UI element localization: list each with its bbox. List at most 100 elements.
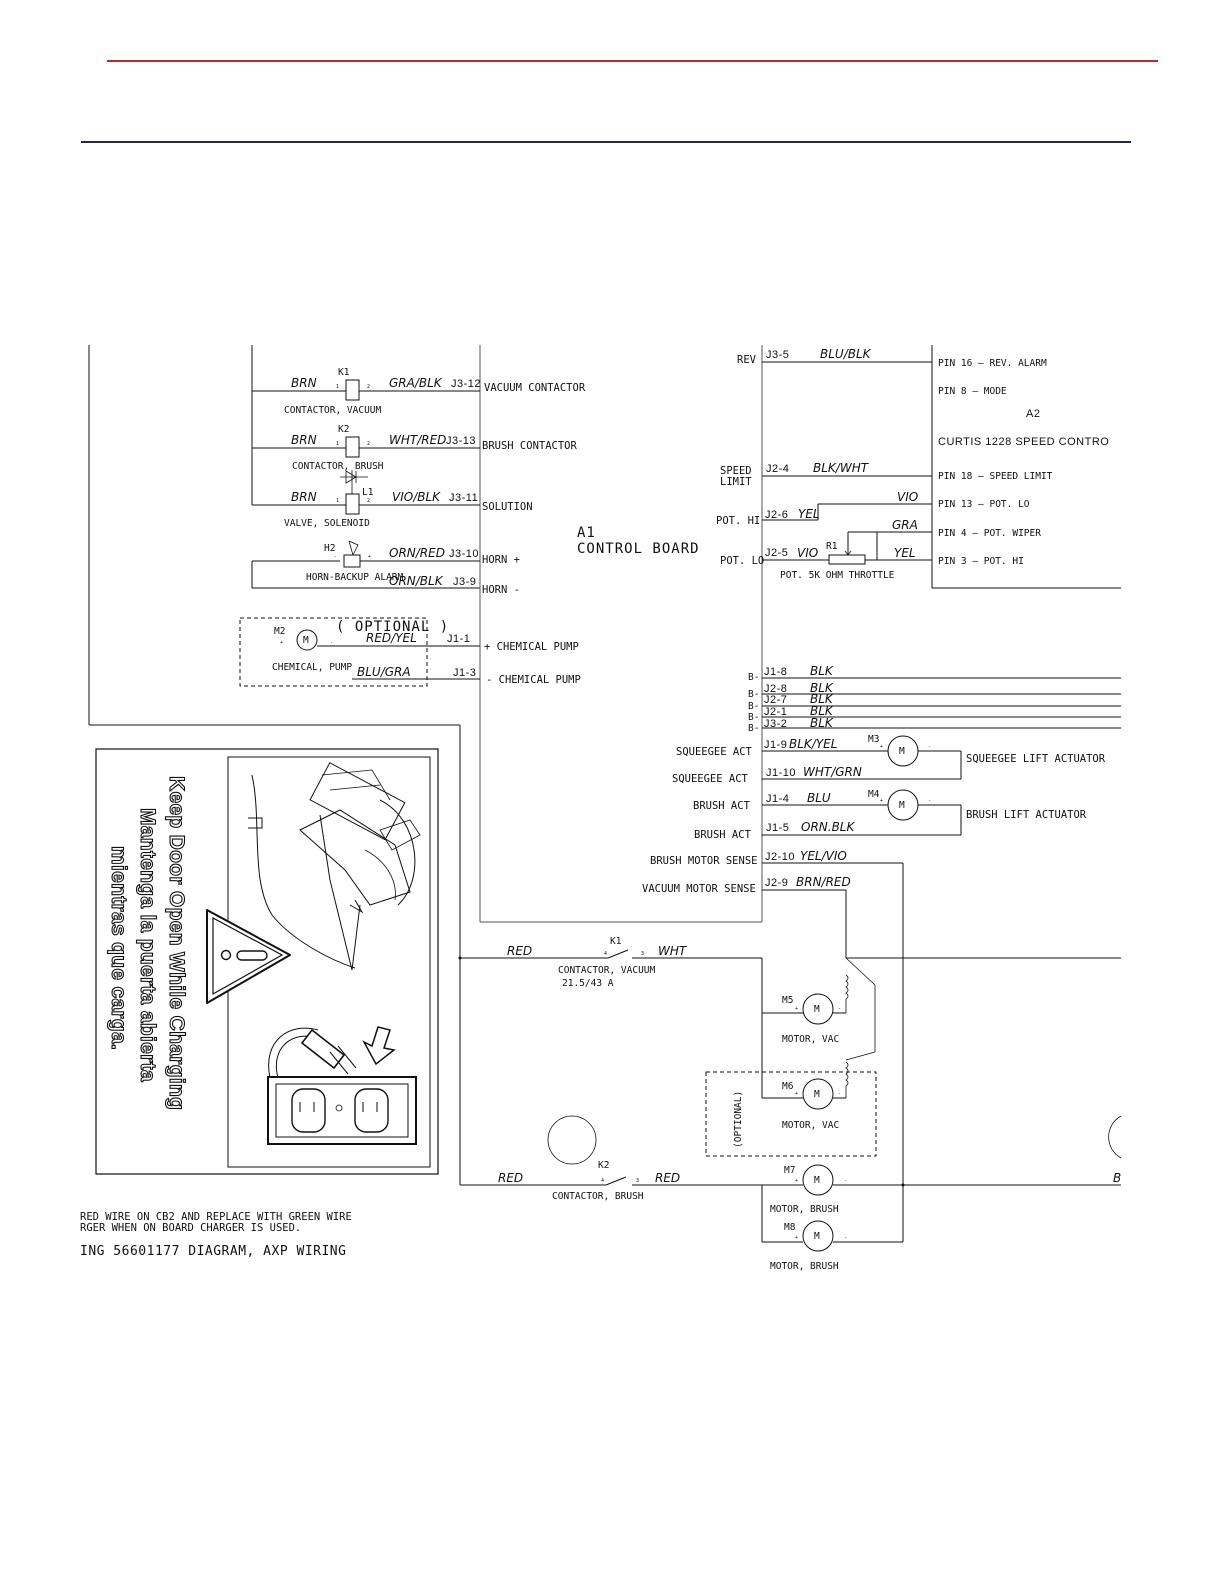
control-board-a1: A1 CONTROL BOARD — [479, 345, 763, 923]
m2-board-label2: - CHEMICAL PUMP — [486, 674, 581, 686]
potlo-wire: VIO — [797, 546, 818, 560]
b-label-5: B- — [748, 723, 759, 734]
k2-red-wire-in: RED — [498, 1171, 523, 1185]
m6-optional-label: (OPTIONAL) — [733, 1091, 744, 1148]
a2-speed-control: PIN 16 – REV. ALARM PIN 8 – MODE A2 CURT… — [931, 345, 1121, 589]
gra-wire: GRA — [892, 518, 918, 532]
h2-name: HORN-BACKUP ALARM — [306, 572, 404, 583]
m8-letter: M — [814, 1231, 820, 1242]
pothi-label: POT. HI — [716, 515, 760, 527]
h2-plus: + — [368, 554, 371, 560]
lower-k1-name: CONTACTOR, VACUUM — [558, 965, 656, 976]
speed-wire: BLK/WHT — [813, 461, 870, 475]
k1-red-wire: RED — [507, 944, 532, 958]
vms-wire: BRN/RED — [796, 875, 851, 889]
k2-name: CONTACTOR, BRUSH — [292, 461, 384, 472]
m2-plus: + — [280, 640, 283, 646]
h2-ref: H2 — [324, 543, 335, 554]
m4-minus: - — [928, 798, 931, 804]
k1-wht-wire: WHT — [658, 944, 688, 958]
rev-row: REV J3-5 BLU/BLK — [737, 347, 932, 366]
board-name: CONTROL BOARD — [577, 541, 700, 557]
k2-ref: K2 — [338, 424, 349, 435]
m6-letter: M — [814, 1089, 820, 1100]
k2-pin2: 2 — [367, 441, 370, 447]
b-wire-3: BLK — [810, 692, 834, 706]
m2-letter: M — [303, 635, 309, 646]
pothi-connector: J2-6 — [765, 509, 788, 521]
lower-k1-p3: 3 — [641, 951, 644, 957]
edge-b-label: B — [1113, 1171, 1121, 1185]
rev-label: REV — [737, 354, 757, 366]
b-wire-5: BLK — [810, 716, 834, 730]
b-connector-3: J2-7 — [764, 694, 787, 706]
l1-wire-in: BRN — [291, 490, 317, 504]
lower-k2-ref: K2 — [598, 1160, 609, 1171]
b-wire-1: BLK — [810, 664, 834, 678]
yel-wire: YEL — [894, 546, 916, 560]
pothi-wire: YEL — [798, 507, 820, 521]
b-label-2: B- — [748, 689, 759, 700]
k2-wire-out: WHT/RED — [389, 433, 446, 447]
speed-label2: LIMIT — [720, 476, 752, 488]
drawing-notes: RED WIRE ON CB2 AND REPLACE WITH GREEN W… — [80, 1211, 352, 1259]
sq1-label: SQUEEGEE ACT — [676, 746, 753, 758]
left-frame — [88, 345, 480, 1185]
k2-red-wire-out: RED — [655, 1171, 680, 1185]
k1-pin2: 2 — [367, 384, 370, 390]
m8-plus: + — [795, 1235, 798, 1241]
k1-pin1: 1 — [336, 384, 339, 390]
k2-pin1: 1 — [336, 441, 339, 447]
board-ref: A1 — [577, 525, 596, 541]
l1-board-label: SOLUTION — [482, 501, 533, 513]
m6-minus: - — [838, 1091, 841, 1097]
l1-wire-out: VIO/BLK — [392, 490, 441, 504]
m6-ref: M6 — [782, 1081, 794, 1092]
pin16: PIN 16 – REV. ALARM — [938, 358, 1047, 369]
rev-connector: J3-5 — [766, 349, 789, 361]
m6-plus: + — [795, 1091, 798, 1097]
m5-letter: M — [814, 1004, 820, 1015]
sq2-connector: J1-10 — [766, 767, 796, 779]
m4-letter: M — [899, 800, 905, 811]
k2-wire-in: BRN — [291, 433, 317, 447]
m6-name: MOTOR, VAC — [782, 1120, 839, 1131]
lower-k2-p3: 3 — [636, 1178, 639, 1184]
l1-connector: J3-11 — [449, 492, 478, 504]
k1-connector: J3-12 — [451, 378, 481, 390]
m3-minus: - — [928, 744, 931, 750]
sq2-wire: WHT/GRN — [803, 765, 862, 779]
pin18: PIN 18 – SPEED LIMIT — [938, 471, 1053, 482]
note-line2: RGER WHEN ON BOARD CHARGER IS USED. — [80, 1222, 301, 1234]
l1-ref: L1 — [362, 487, 374, 498]
h2-board-label1: HORN + — [482, 554, 520, 566]
drawing-title: ING 56601177 DIAGRAM, AXP WIRING — [80, 1244, 346, 1259]
speed-label1: SPEED — [720, 465, 752, 477]
r1-ref: R1 — [826, 541, 838, 552]
potlo-connector: J2-5 — [765, 547, 788, 559]
mounting-hole — [547, 1115, 597, 1165]
br1-wire: BLU — [807, 791, 831, 805]
lower-k1-rating: 21.5/43 A — [562, 978, 614, 989]
m2-wire1: RED/YEL — [366, 631, 417, 645]
k1-wire-out: GRA/BLK — [389, 376, 443, 390]
lower-k2-name: CONTACTOR, BRUSH — [552, 1191, 644, 1202]
vio-wire: VIO — [897, 490, 918, 504]
pin13: PIN 13 – POT. LO — [938, 499, 1030, 510]
l1-solenoid-valve-row: L1 BRN 1 2 VIO/BLK J3-11 SOLUTION VALVE,… — [252, 470, 533, 529]
ground-lines: B- B- B- B- B- J1-8 J2-8 J2-7 J2-1 J3-2 … — [748, 664, 1121, 734]
a2-name: CURTIS 1228 SPEED CONTRO — [938, 436, 1109, 448]
horn-icon — [348, 540, 359, 556]
throttle-name: POT. 5K OHM THROTTLE — [780, 570, 895, 581]
m3-letter: M — [899, 746, 905, 757]
pin8: PIN 8 – MODE — [938, 386, 1007, 397]
b-wire-4: BLK — [810, 704, 834, 718]
speed-limit-row: SPEED LIMIT J2-4 BLK/WHT — [720, 461, 932, 488]
sq2-label: SQUEEGEE ACT — [672, 773, 749, 785]
m7-ref: M7 — [784, 1165, 795, 1176]
m5-minus: - — [838, 1006, 841, 1012]
sq1-connector: J1-9 — [764, 739, 787, 751]
b-connector-4: J2-1 — [764, 706, 787, 718]
l1-name: VALVE, SOLENOID — [284, 518, 370, 529]
